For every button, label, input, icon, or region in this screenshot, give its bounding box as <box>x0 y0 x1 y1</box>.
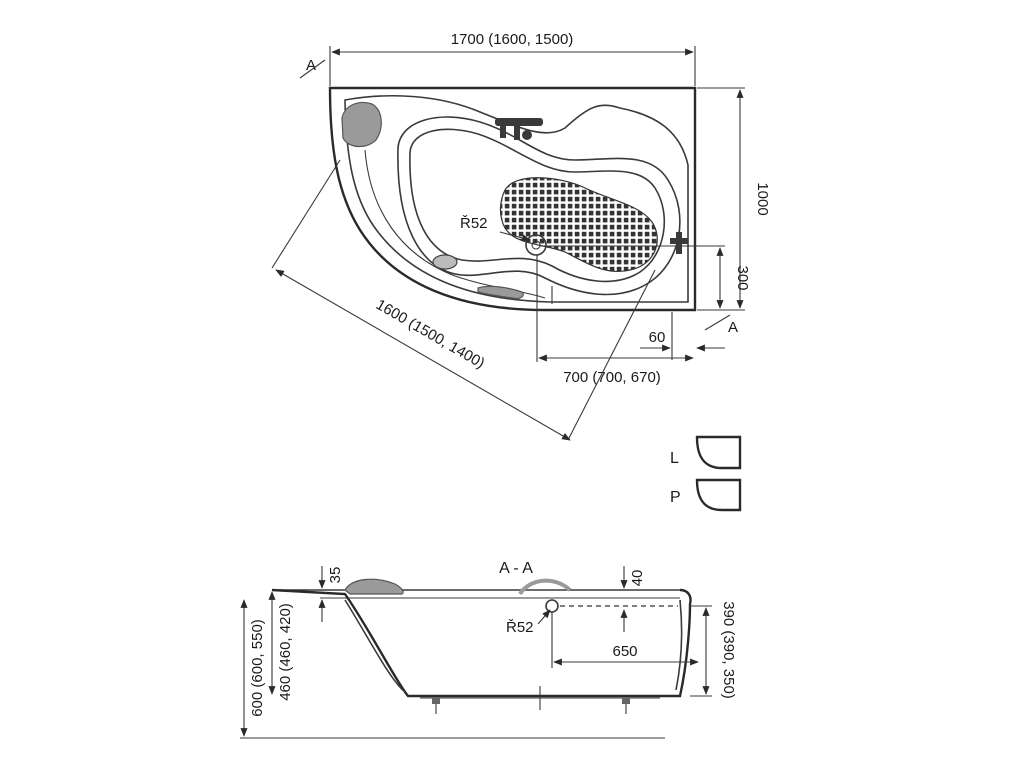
section-radius: Ř52 <box>506 619 534 636</box>
dim-diagonal: 1600 (1500, 1400) <box>373 296 488 372</box>
dim-inner-height: 460 (460, 420) <box>277 603 294 701</box>
dim-length: 650 <box>612 643 637 660</box>
tap-fitting <box>495 118 543 140</box>
dim-rim: 35 <box>327 567 344 584</box>
dim-drain-height: 390 (390, 350) <box>720 601 737 699</box>
grab-handle <box>477 285 524 300</box>
section-tap <box>518 578 572 596</box>
variant-right-label: P <box>670 489 681 506</box>
overflow-jet <box>432 254 458 270</box>
dim-60: 60 <box>649 329 666 346</box>
support-feet <box>420 686 660 714</box>
dim-300: 300 <box>734 265 751 290</box>
anti-slip-mat <box>499 177 658 272</box>
section-headrest <box>344 578 404 595</box>
section-inner <box>344 599 406 693</box>
section-overflow <box>545 599 559 613</box>
basin-inner <box>409 128 666 283</box>
section-title: A - A <box>499 560 533 577</box>
headrest <box>341 101 382 148</box>
variant-left-shape <box>695 435 742 470</box>
dim-height: 1000 <box>754 182 771 215</box>
variant-right-shape <box>695 478 742 512</box>
dim-bottom: 700 (700, 670) <box>563 369 661 386</box>
drain <box>525 234 547 256</box>
section-marker-right: A <box>728 319 738 336</box>
dim-width: 1700 (1600, 1500) <box>451 31 574 48</box>
valve-fitting <box>670 232 688 254</box>
section-marker-top: A <box>306 57 316 74</box>
rim-inner-line <box>344 94 689 303</box>
section-view: A - A 35 40 <box>240 560 737 739</box>
radius-label: Ř52 <box>460 215 488 232</box>
top-view: 1700 (1600, 1500) A 1000 300 60 A 700 (7… <box>271 31 771 441</box>
section-profile <box>271 588 692 698</box>
dim-rim-right: 40 <box>629 570 646 587</box>
variant-legend: L P <box>670 435 742 512</box>
variant-left-label: L <box>670 450 679 467</box>
dim-overall-height: 600 (600, 550) <box>249 619 266 717</box>
